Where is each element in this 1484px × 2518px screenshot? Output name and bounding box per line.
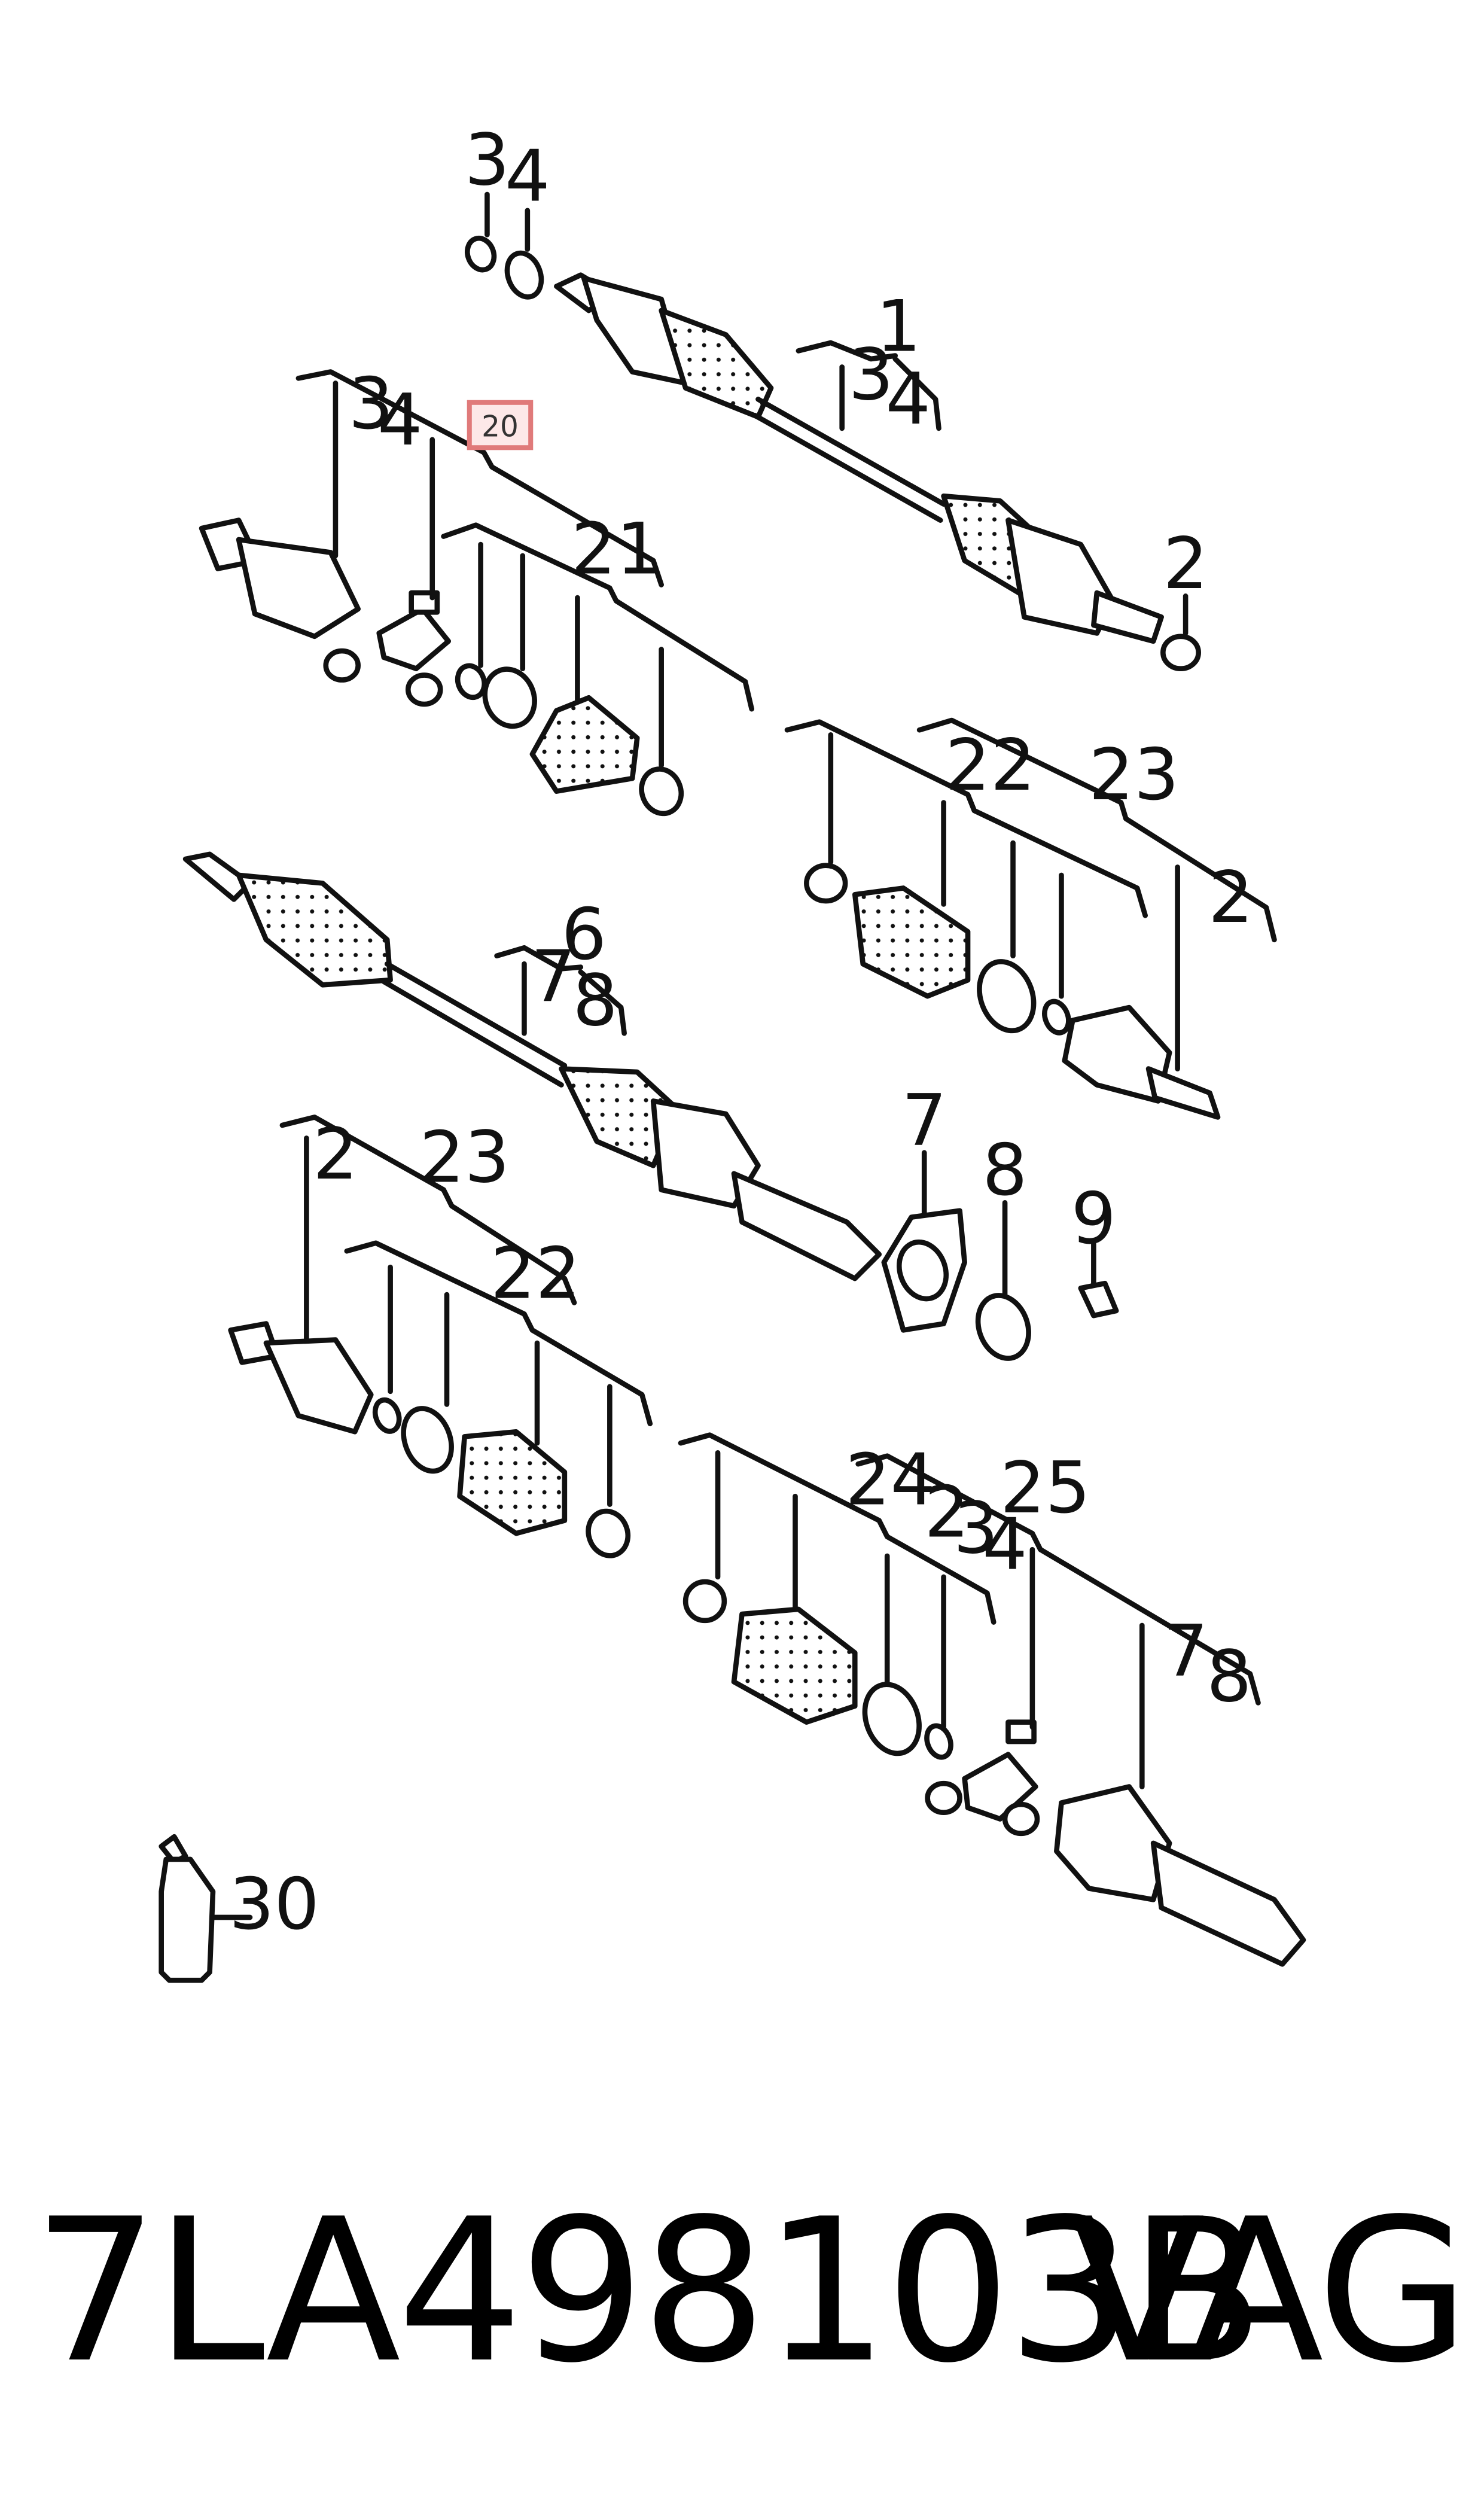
clamp-part <box>804 863 848 904</box>
drive-shaft-assembly-1 <box>465 235 1201 672</box>
boot-part <box>731 1606 858 1725</box>
repair-kit-22-23-upper <box>804 863 1221 1120</box>
nut-part <box>323 648 361 683</box>
callouts-assembly-1 <box>484 191 1189 636</box>
callout-label: 7 <box>1163 1609 1208 1692</box>
roller-part <box>1002 1801 1040 1837</box>
repair-kit-22-23-lower <box>228 1321 631 1558</box>
tube-body-part <box>159 1856 216 1983</box>
callout-label: 3 <box>848 333 893 416</box>
callout-label: 21 <box>571 508 662 590</box>
callouts-kit-20 <box>295 369 754 768</box>
clamp-part <box>586 1508 631 1558</box>
clamp-part <box>862 1682 922 1756</box>
clamp-part <box>682 1579 727 1624</box>
inner-boot-part <box>659 307 774 420</box>
callout-label: 23 <box>1089 733 1179 816</box>
callout-label: 3 <box>349 363 394 445</box>
callout-label: 4 <box>377 379 422 461</box>
nut-part <box>925 1780 962 1816</box>
callout-label: 7 <box>901 1079 946 1161</box>
boot-part <box>529 695 640 794</box>
clamp-part <box>977 959 1037 1034</box>
stub-axle-part <box>1091 590 1164 644</box>
tripod-part <box>376 606 452 672</box>
roller-part <box>405 672 443 707</box>
circlip-part <box>372 1397 402 1434</box>
repair-kit-20 <box>199 517 684 817</box>
callouts-kit-24-25 <box>678 1432 1261 1789</box>
spline-shaft-part <box>731 1171 882 1281</box>
callout-label: 8 <box>982 1129 1027 1211</box>
callout-label: 25 <box>1000 1447 1090 1529</box>
circlip-part <box>465 235 497 273</box>
callout-label: 1 <box>876 285 921 367</box>
callouts-kit-22-23-lower <box>279 1115 653 1507</box>
callout-label: 2 <box>1163 522 1208 605</box>
spline-shaft-part <box>1150 1840 1306 1967</box>
bolt-part <box>1078 1280 1119 1319</box>
callout-label-highlighted: 20 <box>482 410 519 443</box>
callout-label: 24 <box>845 1439 936 1521</box>
roller-part <box>1005 1719 1037 1744</box>
seal-ring-part <box>975 1293 1031 1361</box>
circlip-part <box>1042 998 1071 1036</box>
circlip-part <box>455 663 487 701</box>
outer-joint-part <box>263 1337 374 1435</box>
callout-label: 2 <box>1208 856 1253 939</box>
callout-label: 23 <box>419 1116 510 1198</box>
brand-name: VAG <box>1069 2176 1470 2406</box>
callout-label: 8 <box>1206 1636 1251 1718</box>
boot-part <box>852 885 971 999</box>
footer: 7LA498103B VAG <box>0 2166 1484 2417</box>
callout-label: 8 <box>572 960 617 1042</box>
seal-flange-parts <box>881 1208 1119 1361</box>
joint-housing-part <box>1054 1784 1172 1902</box>
callout-label: 3 <box>465 119 510 202</box>
repair-kit-24-25 <box>682 1579 1306 1967</box>
grease-tube-30 <box>159 1834 253 1983</box>
clamp-part <box>482 666 537 729</box>
callouts-assembly-6 <box>494 945 627 1036</box>
inner-joint-part <box>581 275 688 386</box>
outer-boot-part <box>236 872 393 988</box>
callout-label: 7 <box>531 935 575 1018</box>
callout-label: 22 <box>490 1232 581 1314</box>
callout-label: 3 <box>953 1487 998 1570</box>
callout-label: 4 <box>886 358 931 440</box>
boot-part <box>457 1429 568 1536</box>
callout-label: 4 <box>505 135 550 218</box>
callout-label: 22 <box>945 724 1035 806</box>
clamp-part <box>401 1406 454 1474</box>
seal-ring-part <box>504 250 544 300</box>
part-number: 7LA498103B <box>33 2176 1264 2406</box>
callouts-kit-22-23-upper <box>784 717 1277 1071</box>
callout-labels: 3 4 1 3 4 2 3 4 20 21 22 23 2 6 7 8 7 8 … <box>229 119 1253 1945</box>
circlip-part <box>924 1723 953 1760</box>
stub-axle-part <box>1145 1066 1221 1120</box>
callout-label: 6 <box>561 893 606 976</box>
callout-label: 9 <box>1071 1177 1116 1260</box>
roller-part <box>409 590 440 615</box>
callout-label: 4 <box>982 1503 1027 1586</box>
exploded-parts-diagram: 3 4 1 3 4 2 3 4 20 21 22 23 2 6 7 8 7 8 … <box>159 119 1306 1983</box>
callout-label: 2 <box>924 1471 969 1554</box>
joint-housing-part <box>236 537 361 640</box>
callout-label: 2 <box>313 1113 358 1195</box>
highlight-box <box>467 400 534 450</box>
hub-nut-part <box>1160 634 1201 672</box>
clamp-part <box>639 766 684 817</box>
callouts-parts-7-9 <box>921 1150 1096 1298</box>
callout-label: 30 <box>229 1863 319 1945</box>
drive-shaft-assembly-6 <box>182 851 882 1281</box>
